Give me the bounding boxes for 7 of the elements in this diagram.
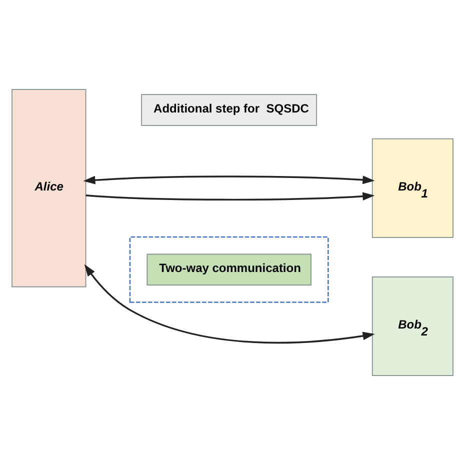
- node-box: Alice: [12, 89, 86, 288]
- cluster: [129, 236, 329, 303]
- node-box: Two-way communication: [146, 254, 312, 286]
- arrow: [83, 176, 375, 184]
- node-box: Additional step for SQSDC: [141, 94, 317, 126]
- arrow: [86, 192, 375, 201]
- arrow: [84, 264, 375, 344]
